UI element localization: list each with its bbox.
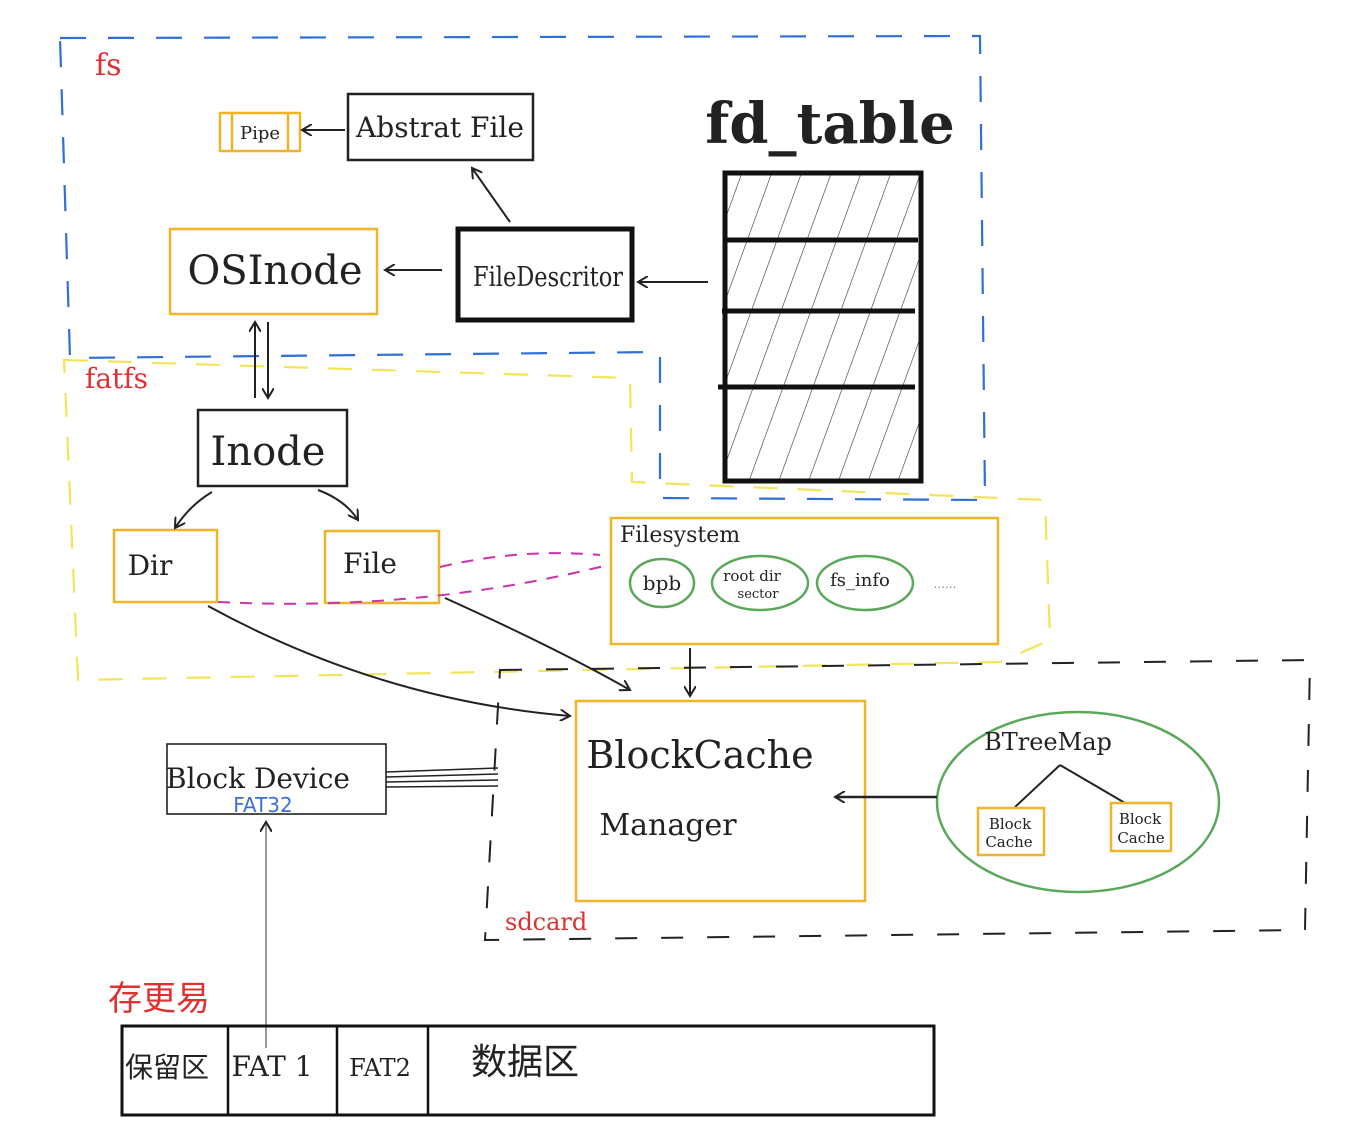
btree-left-label-1: Block	[989, 815, 1032, 833]
fs-info-label: fs_info	[830, 570, 890, 591]
fs-info-ellipse	[815, 554, 915, 612]
filesystem-node: Filesystem bpb root dir sector fs_info .…	[609, 516, 1000, 646]
root-dir-sector-label-2: sector	[738, 587, 780, 602]
os-inode-label: OSInode	[187, 248, 362, 294]
block-device-node: Block Device FAT32	[166, 743, 387, 817]
file-descriptor-label: FileDescritor	[473, 262, 623, 293]
inode-label: Inode	[211, 429, 326, 475]
btree-right-label-2: Cache	[1117, 829, 1164, 847]
block-cache-label: BlockCache	[586, 733, 813, 777]
file-descriptor-node: FileDescritor	[455, 226, 635, 323]
fd-table-title: fd_table	[705, 91, 954, 157]
fs-region-border	[58, 34, 987, 502]
root-dir-sector-ellipse	[710, 554, 810, 612]
os-inode-node: OSInode	[168, 227, 379, 316]
file-label: File	[343, 547, 397, 580]
arrow-dir-to-cache	[207, 605, 570, 716]
block-device-label: Block Device	[166, 762, 350, 795]
pipe-label: Pipe	[240, 123, 280, 144]
dir-label: Dir	[128, 549, 173, 582]
dir-node: Dir	[112, 528, 219, 604]
btree-right-label-1: Block	[1119, 810, 1162, 828]
fs-region-label: fs	[95, 48, 122, 83]
filesystem-label: Filesystem	[620, 523, 740, 548]
btreemap-node: BTreeMap Block Cache Block Cache	[935, 710, 1221, 894]
abstract-file-node: Abstrat File	[346, 92, 535, 162]
fatfs-region-border	[62, 358, 1052, 682]
arrow-inode-to-dir	[175, 491, 213, 528]
btree-left-label-2: Cache	[985, 833, 1032, 851]
dir-filesystem-link	[217, 564, 609, 605]
btree-right-block	[1109, 801, 1173, 853]
inode-node: Inode	[196, 408, 349, 488]
fatfs-region-label: fatfs	[85, 362, 148, 395]
arrow-osinode-inode	[255, 322, 268, 398]
btree-left-block	[976, 806, 1046, 857]
disk-cell-fat1: FAT 1	[231, 1050, 312, 1083]
file-node: File	[323, 529, 441, 605]
file-filesystem-link	[439, 552, 601, 568]
fd-table	[718, 170, 924, 484]
bpb-ellipse	[628, 557, 696, 609]
block-cache-manager-label: Manager	[599, 808, 737, 843]
root-dir-sector-label-1: root dir	[723, 567, 781, 585]
block-cache-manager-node: BlockCache Manager	[574, 699, 867, 903]
block-device-sdcard-link	[385, 767, 499, 788]
btreemap-label: BTreeMap	[984, 728, 1112, 756]
sdcard-region-border	[483, 658, 1312, 942]
disk-cell-data: 数据区	[471, 1042, 579, 1083]
disk-cell-fat2: FAT2	[349, 1054, 411, 1082]
filesystem-ellipsis: ......	[934, 577, 957, 591]
disk-cell-reserved: 保留区	[125, 1051, 209, 1084]
abstract-file-label: Abstrat File	[355, 111, 524, 144]
block-device-sub-label: FAT32	[233, 793, 292, 817]
arrow-file-to-cache	[444, 597, 630, 690]
pipe-node: Pipe	[218, 111, 302, 153]
disk-layout: 保留区 FAT 1 FAT2 数据区	[120, 1024, 936, 1117]
bpb-label: bpb	[643, 571, 681, 595]
sdcard-region-label: sdcard	[505, 908, 587, 936]
arrow-inode-to-file	[317, 489, 358, 520]
arrow-fd-to-abstract	[472, 168, 511, 223]
red-note: 存更易	[108, 979, 210, 1019]
